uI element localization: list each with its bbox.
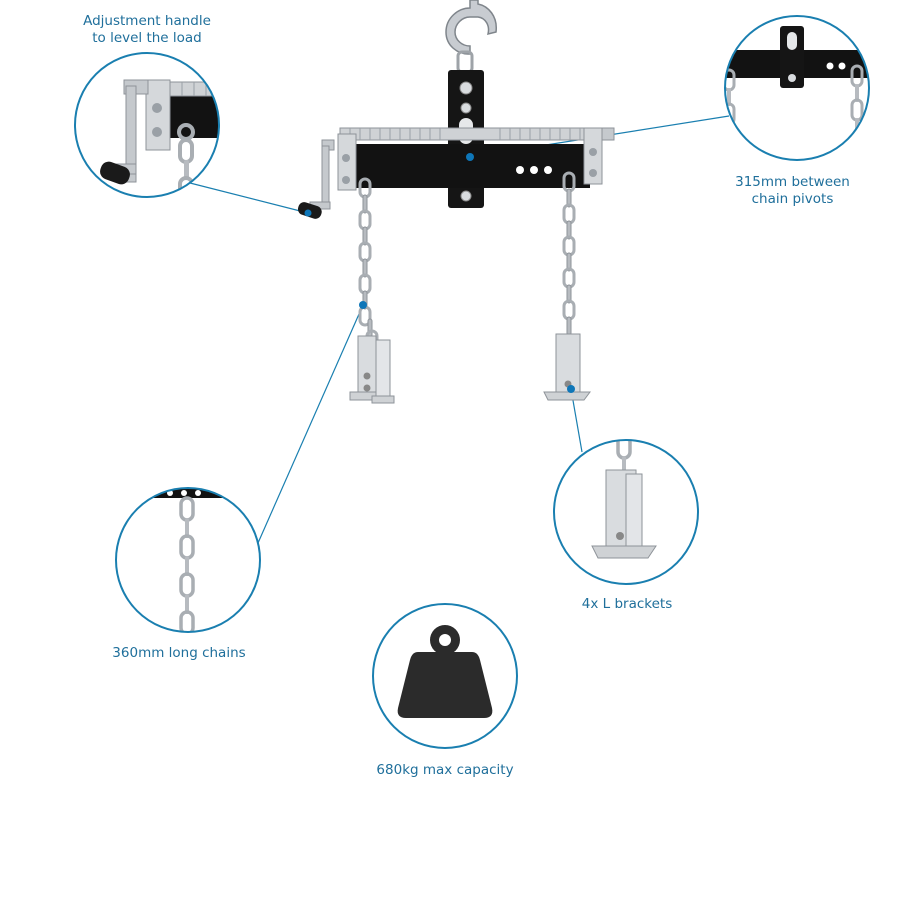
callout-circle-capacity <box>372 603 518 749</box>
callout-circle-brackets <box>553 439 699 585</box>
crank-handle-icon <box>100 79 219 197</box>
callout-circle-pivots <box>724 15 870 161</box>
threaded-rod <box>339 127 613 141</box>
connector-chains <box>257 304 364 544</box>
label-chains: 360mm long chains <box>104 645 254 662</box>
callout-circle-chains <box>115 487 261 633</box>
label-handle-line2: to level the load <box>92 30 202 46</box>
label-pivots: 315mm between chain pivots <box>725 174 860 208</box>
marker-chains <box>359 301 367 309</box>
chain-icon <box>120 488 260 632</box>
label-capacity: 680kg max capacity <box>365 762 525 779</box>
lifting-hook <box>445 0 497 74</box>
label-pivots-line1: 315mm between <box>735 174 850 190</box>
left-chain <box>358 177 379 351</box>
crank-handle <box>297 139 335 219</box>
l-bracket-icon <box>591 440 657 559</box>
marker-pivots <box>466 153 474 161</box>
marker-handle <box>304 209 312 217</box>
label-capacity-line1: 680kg max capacity <box>376 762 514 778</box>
pivot-mount-icon <box>725 26 869 136</box>
beam <box>350 144 590 188</box>
marker-brackets <box>567 385 575 393</box>
label-handle: Adjustment handle to level the load <box>70 13 224 47</box>
label-handle-line1: Adjustment handle <box>83 13 211 29</box>
right-chain <box>562 171 576 336</box>
label-brackets: 4x L brackets <box>568 596 686 613</box>
load-leveller <box>297 0 615 404</box>
label-pivots-line2: chain pivots <box>751 191 834 207</box>
callout-circle-handle <box>74 52 220 198</box>
label-brackets-line1: 4x L brackets <box>581 596 673 612</box>
left-l-brackets <box>349 335 395 404</box>
label-chains-line1: 360mm long chains <box>112 645 246 661</box>
connector-handle <box>189 182 309 214</box>
weight-icon <box>397 625 493 718</box>
right-l-bracket <box>543 333 591 401</box>
markers <box>304 153 575 393</box>
